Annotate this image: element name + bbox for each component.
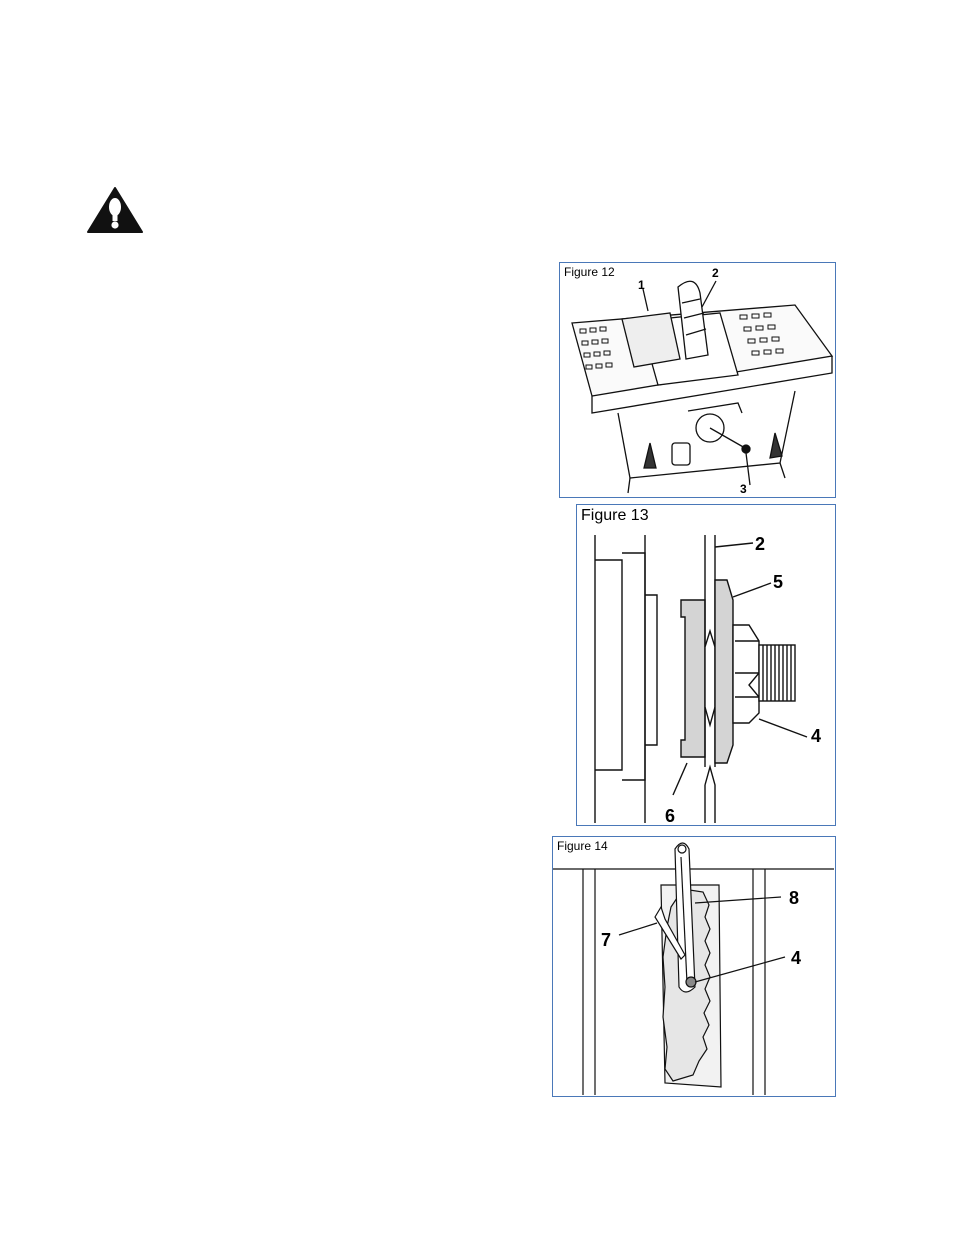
callout-5: 5 — [773, 573, 783, 591]
callout-2: 2 — [712, 267, 719, 279]
callout-6: 6 — [665, 807, 675, 825]
figure-12: Figure 12 — [559, 262, 836, 498]
figure-13: Figure 13 — [576, 504, 836, 826]
callout-4: 4 — [791, 949, 801, 967]
callout-1: 1 — [638, 279, 645, 291]
callout-2: 2 — [755, 535, 765, 553]
table-saw-illustration — [560, 263, 834, 496]
blade-arbor-cross-section — [577, 505, 834, 823]
warning-triangle-icon — [86, 186, 144, 234]
callout-4: 4 — [811, 727, 821, 745]
callout-3: 3 — [740, 483, 747, 495]
figure-14: Figure 14 8 7 4 — [552, 836, 836, 1097]
callout-7: 7 — [601, 931, 611, 949]
callout-8: 8 — [789, 889, 799, 907]
